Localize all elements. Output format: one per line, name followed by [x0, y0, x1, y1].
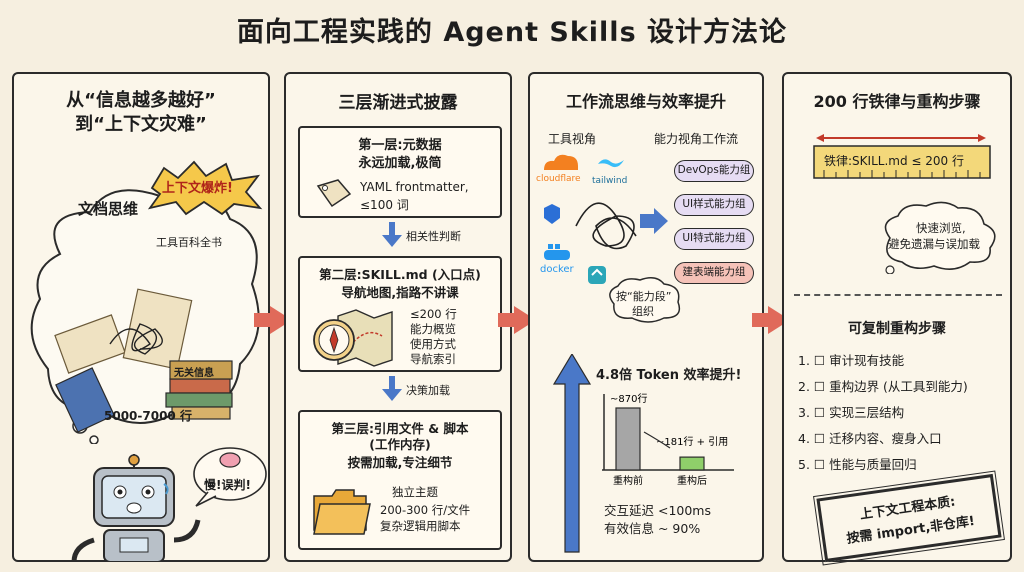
step-item: 4. ☐ 迁移内容、瘦身入口 — [798, 431, 942, 446]
tailwind-icon — [598, 159, 624, 168]
organize-cloud — [609, 277, 681, 323]
panel4-title: 200 行铁律与重构步骤 — [813, 92, 981, 111]
cloud-text-1: 快速浏览, — [916, 221, 966, 235]
folder-icon — [313, 489, 371, 535]
confused-robot-icon — [71, 454, 201, 562]
docker-icon — [544, 244, 570, 260]
layer2-item-1: ≤200 行 — [410, 307, 457, 321]
info-label: 有效信息 ~ 90% — [604, 521, 701, 536]
explosion-label: 上下文爆炸! — [162, 181, 233, 196]
category-label: 重构后 — [677, 474, 707, 487]
thought-cloud — [30, 187, 260, 444]
layer3-item-1: 独立主题 — [392, 485, 438, 499]
layer1-box: 第一层:元数据 永远加载,极简 YAML frontmatter, ≤100 词 — [298, 126, 502, 218]
reduction-arrow — [643, 431, 671, 449]
relevance-label: 相关性判断 — [406, 230, 461, 243]
layer2-item-2: 能力概览 — [410, 322, 456, 336]
latency-label: 交互延迟 <100ms — [604, 503, 711, 518]
explosion-badge — [147, 160, 263, 216]
dashed-divider — [794, 294, 1002, 296]
layer3-subtitle: (工作内存) — [369, 437, 431, 452]
step-item: 5. ☐ 性能与质量回归 — [798, 457, 917, 472]
organize-label-2: 组织 — [632, 305, 654, 318]
doc-thinking-label: 文档思维 — [78, 200, 139, 218]
tangle-icon — [575, 202, 637, 250]
step-item: 2. ☐ 重构边界 (从工具到能力) — [798, 379, 968, 394]
layer2-item-4: 导航索引 — [410, 352, 456, 366]
value-label: ~870行 — [610, 392, 647, 405]
tag-icon — [316, 179, 352, 208]
down-arrow-icon — [382, 376, 402, 401]
group-pill-3: UI特式能力组 — [674, 228, 754, 250]
layer1-detail1: YAML frontmatter, — [360, 180, 469, 194]
layer1-detail2: ≤100 词 — [360, 198, 409, 212]
bar-before — [615, 407, 641, 471]
thought-cloud-small — [884, 201, 996, 274]
cloud-text-2: 避免遗漏与误加载 — [888, 237, 980, 251]
generic-blue-icon — [544, 204, 560, 224]
layer3-box: 第三层:引用文件 & 脚本 (工作内存) 按需加载,专注细节 独立主题 200-… — [298, 410, 502, 550]
docker-logo-text: docker — [540, 264, 574, 275]
efficiency-label: 4.8倍 Token 效率提升! — [596, 368, 742, 383]
double-arrow-icon — [640, 208, 668, 234]
cloudflare-logo-text: cloudflare — [536, 174, 581, 184]
layer3-description: 按需加载,专注细节 — [347, 455, 453, 470]
panel3-title: 工作流思维与效率提升 — [565, 92, 726, 111]
layer3-item-2: 200-300 行/文件 — [380, 503, 471, 517]
cloudflare-icon — [544, 154, 578, 170]
book-label: 无关信息 — [174, 368, 214, 379]
panel2-title: 三层渐进式披露 — [338, 93, 458, 113]
category-label: 重构前 — [613, 474, 643, 487]
tailwind-logo-text: tailwind — [592, 176, 628, 186]
group-pill-2: UI样式能力组 — [674, 194, 754, 216]
organize-label-1: 按“能力段” — [616, 290, 672, 303]
value-label: ~181行 + 引用 — [656, 435, 728, 448]
group-pill-1: DevOps能力组 — [674, 160, 754, 182]
panel1-title-line2: 到“上下文灾难” — [75, 114, 207, 135]
slow-misjudge-label: 慢!误判! — [204, 478, 251, 492]
layer1-title: 第一层:元数据 — [358, 138, 442, 153]
efficiency-up-arrow — [552, 354, 592, 553]
bar-after — [679, 456, 705, 471]
map-compass-icon — [313, 309, 393, 367]
down-arrow-icon — [382, 222, 402, 247]
panel-workflow: 工作流思维与效率提升 工具视角 能力视角工作流 cloudflare tailw… — [528, 72, 764, 562]
layer2-box: 第二层:SKILL.md (入口点) 导航地图,指路不讲课 ≤200 行 能力概… — [298, 256, 502, 372]
steps-title: 可复制重构步骤 — [848, 321, 946, 337]
layer2-item-3: 使用方式 — [410, 337, 456, 351]
ruler-label: 铁律:SKILL.md ≤ 200 行 — [824, 154, 964, 168]
tool-view-label: 工具视角 — [548, 132, 597, 146]
lines-count: 5000-7000 行 — [104, 409, 192, 423]
panel-200-lines: 200 行铁律与重构步骤 铁律:SKILL.md ≤ 200 行 快速浏览, 避… — [782, 72, 1012, 567]
layer2-subtitle: 导航地图,指路不讲课 — [341, 285, 459, 300]
layer1-subtitle: 永远加载,极简 — [358, 156, 442, 171]
layer2-title: 第二层:SKILL.md (入口点) — [319, 267, 481, 282]
panel-three-layers: 三层渐进式披露 第一层:元数据 永远加载,极简 YAML frontmatter… — [284, 72, 512, 562]
panel-context-disaster: 从“信息越多越好” 到“上下文灾难” 上下文爆炸! 文档思维 工具百科全书 无关… — [12, 72, 270, 562]
essence-stamp: 上下文工程本质: 按需 import,非仓库! — [813, 469, 1005, 567]
group-pill-4: 建表端能力组 — [674, 262, 754, 284]
ruler-icon — [813, 134, 991, 179]
tool-encyclopedia-label: 工具百科全书 — [156, 236, 222, 249]
decision-label: 决策加载 — [406, 384, 450, 397]
sync-icon — [588, 266, 606, 284]
step-item: 3. ☐ 实现三层结构 — [798, 405, 905, 420]
speech-bubble — [193, 447, 267, 507]
panel1-title-line1: 从“信息越多越好” — [66, 90, 216, 111]
step-item: 1. ☐ 审计现有技能 — [798, 353, 905, 368]
layer3-item-3: 复杂逻辑用脚本 — [380, 519, 461, 533]
page-title: 面向工程实践的 Agent Skills 设计方法论 — [236, 17, 788, 48]
capability-view-label: 能力视角工作流 — [654, 132, 739, 146]
layer3-title: 第三层:引用文件 & 脚本 — [331, 421, 469, 436]
